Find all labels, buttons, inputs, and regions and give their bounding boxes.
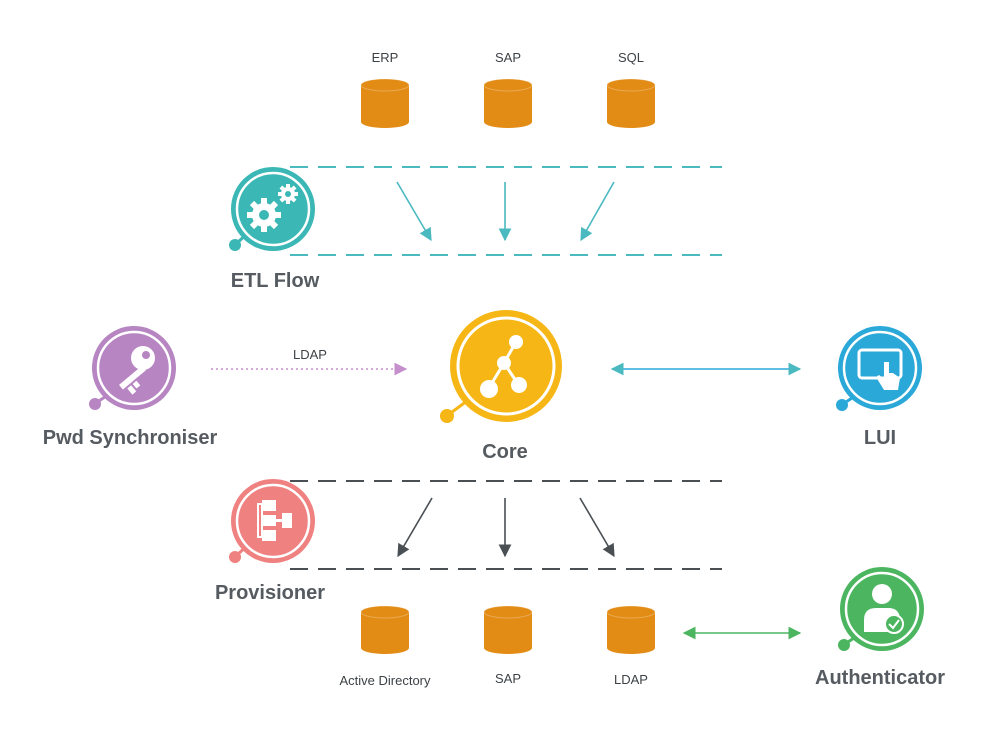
lui-node — [836, 326, 922, 411]
pwd-to-core-edge-label: LDAP — [293, 347, 327, 362]
target-label-ldap: LDAP — [614, 672, 648, 687]
core-node — [440, 310, 562, 423]
pwd-synchroniser-label: Pwd Synchroniser — [42, 427, 218, 449]
provisioner-label: Provisioner — [214, 582, 326, 604]
database-icon-erp — [360, 78, 410, 128]
source-label-erp: ERP — [371, 50, 399, 65]
lui-label: LUI — [863, 427, 897, 449]
user-check-icon — [864, 584, 904, 634]
database-icon-ldap — [606, 605, 656, 654]
database-icon-sql — [606, 78, 656, 128]
database-icon-active-directory — [360, 605, 410, 654]
provisioner-arrow-ldap — [579, 497, 615, 558]
source-label-sap: SAP — [494, 50, 521, 65]
provisioner-node — [229, 479, 315, 563]
source-label-sql: SQL — [617, 50, 644, 65]
pwd-synchroniser-node — [89, 326, 176, 410]
database-icon-sap-target — [483, 605, 533, 654]
database-icon-sap-source — [483, 78, 533, 128]
target-label-sap: SAP — [494, 671, 521, 686]
touch-screen-icon — [857, 348, 903, 390]
core-label: Core — [482, 441, 528, 463]
etl-flow-label: ETL Flow — [230, 270, 320, 292]
etl-arrow-sql — [580, 181, 615, 242]
provisioner-arrow-ad — [397, 497, 433, 558]
network-graph-icon — [480, 335, 527, 398]
etl-arrow-erp — [396, 181, 432, 242]
etl-flow-node — [229, 167, 315, 251]
gears-icon — [247, 184, 298, 232]
flowchart-icon — [257, 500, 292, 541]
target-label-active-directory: Active Directory — [339, 673, 431, 688]
authenticator-label: Authenticator — [815, 667, 945, 689]
key-icon — [119, 346, 155, 395]
authenticator-node — [838, 567, 924, 651]
